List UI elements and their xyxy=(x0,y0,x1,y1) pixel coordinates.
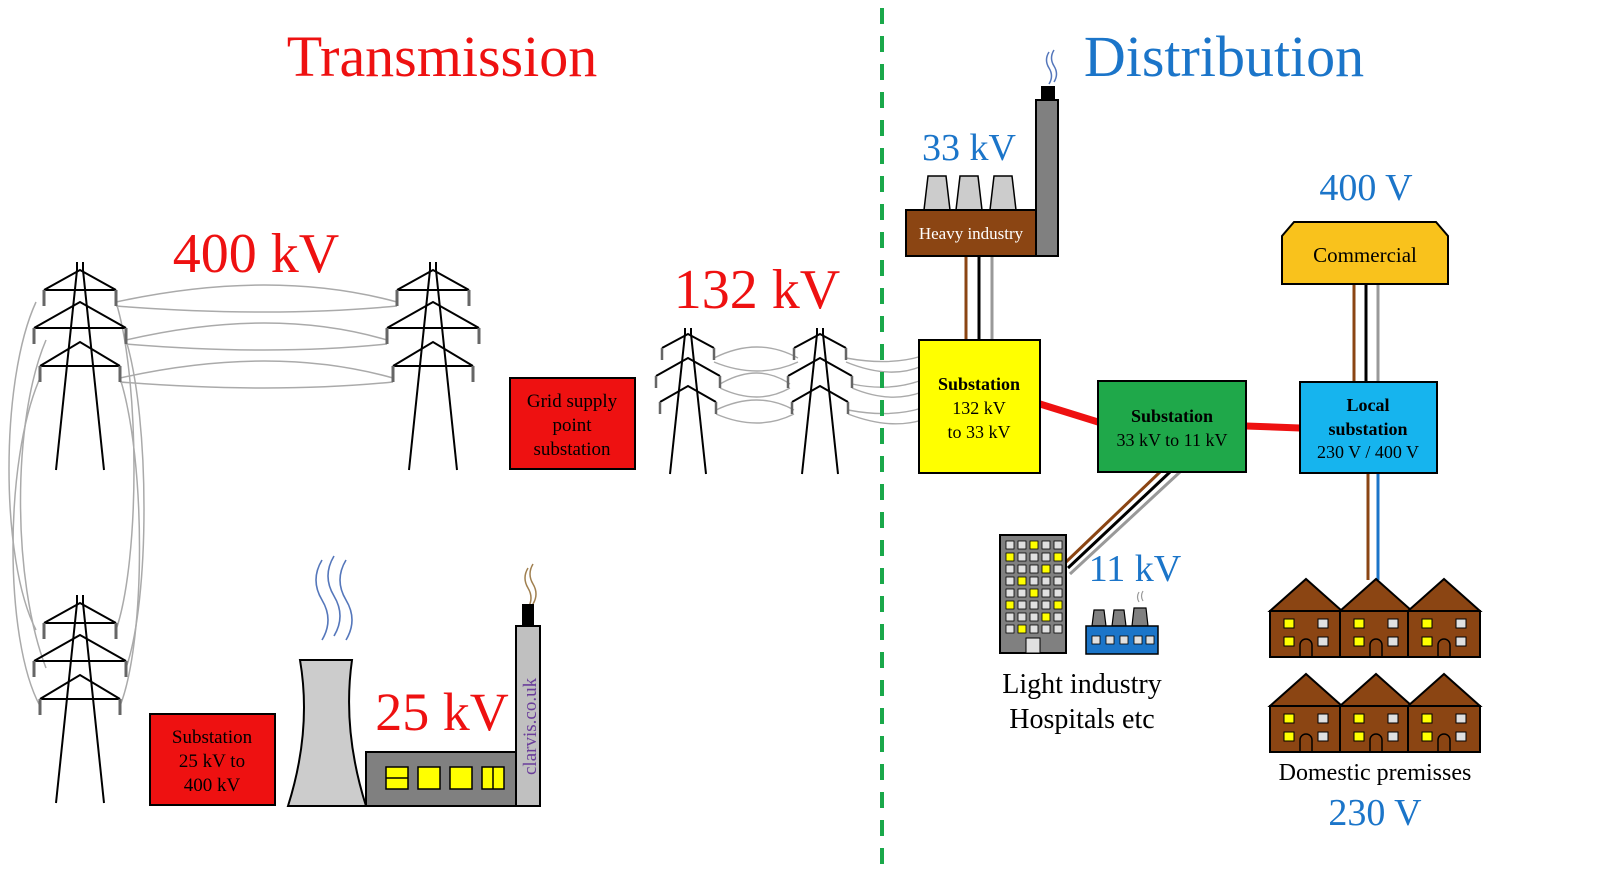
domestic-caption: Domestic premisses xyxy=(1279,760,1472,786)
distribution-heading: Distribution xyxy=(1084,24,1364,89)
132kv-power-lines xyxy=(713,346,923,425)
voltage-400kv-label: 400 kV xyxy=(173,223,339,285)
local-sub-line-1: Local xyxy=(1347,395,1390,415)
sub-33-11-line-2: 33 kV to 11 kV xyxy=(1116,430,1227,450)
sub-132-33-line-2: 132 kV xyxy=(952,398,1006,418)
pylon-icon-400kv-2 xyxy=(385,260,481,472)
sub-132-33-line-3: to 33 kV xyxy=(948,422,1011,442)
400kv-power-lines xyxy=(8,284,398,707)
heavy-industry-label: Heavy industry xyxy=(919,224,1024,243)
watermark: clarvis.co.uk xyxy=(520,677,541,775)
cooling-tower-icon xyxy=(286,555,368,807)
house-icon-row-1 xyxy=(1269,578,1481,658)
substation-132kv-to-33kv: Substation 132 kV to 33 kV xyxy=(918,339,1041,474)
sub-33-11-line-1: Substation xyxy=(1131,406,1213,426)
gen-substation-line-2: 25 kV to xyxy=(179,751,245,772)
light-industry-caption-line-2: Hospitals etc xyxy=(1009,704,1154,735)
grid-supply-point-substation: Grid supply point substation xyxy=(509,377,636,470)
gen-substation-line-1: Substation xyxy=(172,727,253,748)
light-industry-factory-icon xyxy=(1085,590,1159,655)
voltage-11kv-label: 11 kV xyxy=(1089,548,1182,590)
voltage-33kv-label: 33 kV xyxy=(922,127,1017,169)
power-station-icon xyxy=(365,563,541,807)
local-substation: Local substation 230 V / 400 V xyxy=(1299,381,1438,474)
substation-33kv-to-11kv: Substation 33 kV to 11 kV xyxy=(1097,380,1247,473)
voltage-25kv-label: 25 kV xyxy=(375,682,509,742)
hospital-building-icon xyxy=(999,534,1067,654)
transmission-heading: Transmission xyxy=(287,24,598,89)
grid-supply-line-2: point xyxy=(552,415,592,436)
gen-substation-line-3: 400 kV xyxy=(184,775,241,796)
pylon-icon-400kv-1 xyxy=(32,260,128,472)
voltage-400v-label: 400 V xyxy=(1319,167,1413,209)
pylon-icon-132kv-2 xyxy=(786,326,854,476)
voltage-132kv-label: 132 kV xyxy=(674,259,840,321)
commercial-label: Commercial xyxy=(1313,243,1417,267)
heavy-industry-factory: Heavy industry xyxy=(905,49,1059,257)
local-sub-line-3: 230 V / 400 V xyxy=(1317,442,1419,462)
sub-132-33-line-1: Substation xyxy=(938,374,1020,394)
grid-supply-line-1: Grid supply xyxy=(527,391,618,412)
local-sub-line-2: substation xyxy=(1328,419,1407,439)
voltage-230v-label: 230 V xyxy=(1328,792,1422,834)
distribution-wires xyxy=(964,256,1380,580)
light-industry-caption-line-1: Light industry xyxy=(1002,669,1161,700)
house-icon-row-2 xyxy=(1269,673,1481,753)
generation-substation: Substation 25 kV to 400 kV xyxy=(149,713,276,806)
grid-supply-line-3: substation xyxy=(533,439,611,460)
commercial-building: Commercial xyxy=(1281,221,1449,285)
pylon-icon-132kv-1 xyxy=(654,326,722,476)
pylon-icon-400kv-3 xyxy=(32,593,128,805)
